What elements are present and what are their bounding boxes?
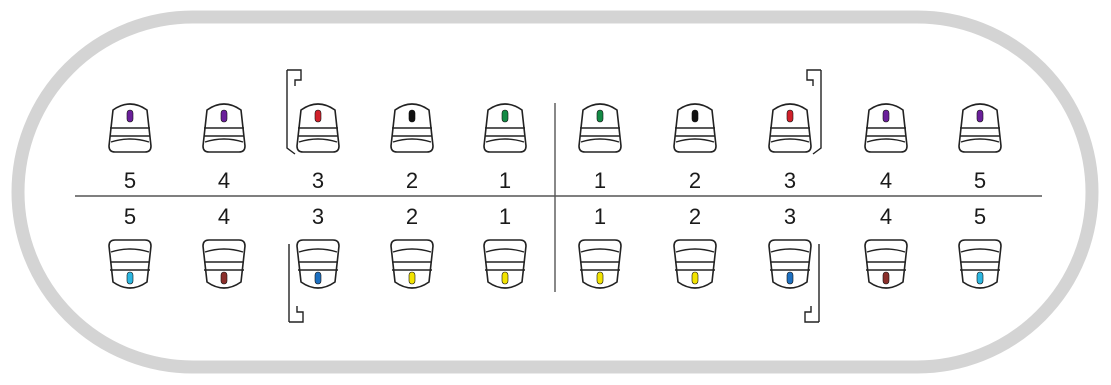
lower-left-tooth-3-bracket [768,239,820,323]
upper-right-tooth-3-bracket [286,69,340,155]
teeth-layer: 1 2 3 4 5 1 2 3 4 5 1 2 3 4 5 1 2 3 4 5 [108,69,1002,323]
lower-right-tooth-3-bracket [288,239,340,323]
bracket-base-curve [298,248,338,253]
lower-left-tooth-4-bracket [864,239,908,289]
color-id-dot [976,109,984,123]
hook-tip [806,69,821,86]
bracket-base-curve [580,138,620,143]
bracket-base-curve [485,248,525,253]
bracket-body [578,239,622,289]
upper-left-tooth-number-3: 3 [784,168,796,193]
color-id-dot [691,271,699,285]
lower-left-tooth-number-1: 1 [594,204,606,229]
upper-right-tooth-number-4: 4 [218,168,230,193]
upper-left-tooth-number-2: 2 [689,168,701,193]
lower-left-tooth-1-bracket [578,239,622,289]
upper-right-tooth-2-bracket [390,103,434,153]
hook-tip [804,306,819,323]
upper-left-tooth-number-4: 4 [880,168,892,193]
bracket-body [483,239,527,289]
lower-left-tooth-5-bracket [958,239,1002,289]
bracket-base-curve [204,248,244,253]
color-id-dot [786,109,794,123]
bracket-base-curve [110,248,150,253]
lower-right-tooth-number-3: 3 [312,204,324,229]
lower-right-tooth-number-4: 4 [218,204,230,229]
color-id-dot [408,271,416,285]
bracket-body [958,239,1002,289]
bracket-base-curve [770,248,810,253]
color-id-dot [501,271,509,285]
upper-left-tooth-number-5: 5 [974,168,986,193]
color-id-dot [126,109,134,123]
diagram-frame [11,10,1099,374]
hook-tip [287,69,302,86]
lower-right-tooth-number-1: 1 [499,204,511,229]
lower-left-tooth-number-5: 5 [974,204,986,229]
color-id-dot [882,271,890,285]
lower-right-tooth-2-bracket [390,239,434,289]
upper-right-tooth-5-bracket [108,103,152,153]
bracket-base-curve [298,138,338,143]
bracket-base-curve [866,248,906,253]
lower-right-tooth-number-2: 2 [406,204,418,229]
lower-left-tooth-2-bracket [673,239,717,289]
bracket-base-curve [675,248,715,253]
color-id-dot [408,109,416,123]
bracket-base-curve [485,138,525,143]
color-id-dot [126,271,134,285]
upper-left-tooth-4-bracket [864,103,908,153]
bracket-base-curve [960,138,1000,143]
upper-left-tooth-3-bracket [768,69,822,155]
bracket-base-curve [204,138,244,143]
bracket-base-curve [866,138,906,143]
bracket-body [296,239,340,289]
bracket-base-curve [675,138,715,143]
upper-right-tooth-4-bracket [202,103,246,153]
upper-right-tooth-number-2: 2 [406,168,418,193]
bracket-body [108,239,152,289]
color-id-dot [882,109,890,123]
bracket-base-curve [770,138,810,143]
lower-right-tooth-4-bracket [202,239,246,289]
upper-right-tooth-1-bracket [483,103,527,153]
lower-left-tooth-number-4: 4 [880,204,892,229]
color-id-dot [691,109,699,123]
lower-right-tooth-number-5: 5 [124,204,136,229]
lower-right-tooth-5-bracket [108,239,152,289]
color-id-dot [596,271,604,285]
hook-arm [286,70,296,155]
upper-right-tooth-number-1: 1 [499,168,511,193]
hook-tip [289,306,304,323]
lower-left-tooth-number-3: 3 [784,204,796,229]
color-id-dot [786,271,794,285]
color-id-dot [314,271,322,285]
bracket-body [768,239,812,289]
color-id-dot [220,109,228,123]
upper-left-tooth-1-bracket [578,103,622,153]
upper-right-tooth-number-3: 3 [312,168,324,193]
upper-left-tooth-number-1: 1 [594,168,606,193]
upper-right-tooth-number-5: 5 [124,168,136,193]
bracket-base-curve [110,138,150,143]
color-id-dot [314,109,322,123]
bracket-body [673,239,717,289]
hook-arm [812,70,822,155]
color-id-dot [976,271,984,285]
bracket-base-curve [392,138,432,143]
color-id-dot [220,271,228,285]
bracket-base-curve [960,248,1000,253]
bracket-base-curve [580,248,620,253]
lower-right-tooth-1-bracket [483,239,527,289]
lower-left-tooth-number-2: 2 [689,204,701,229]
bracket-body [202,239,246,289]
bracket-body [390,239,434,289]
color-id-dot [596,109,604,123]
bracket-body [864,239,908,289]
color-id-dot [501,109,509,123]
upper-left-tooth-2-bracket [673,103,717,153]
bracket-base-curve [392,248,432,253]
upper-left-tooth-5-bracket [958,103,1002,153]
